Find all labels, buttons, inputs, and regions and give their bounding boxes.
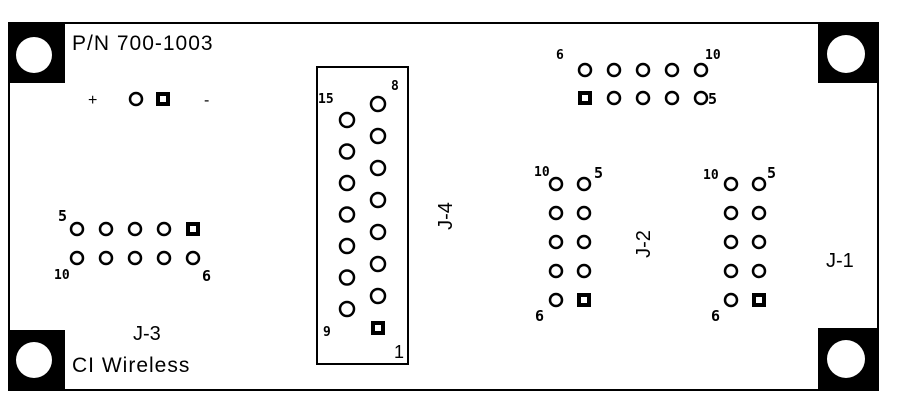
j1-pin <box>725 178 737 190</box>
power-pin-square <box>156 92 170 106</box>
polarity-plus: + <box>88 92 97 109</box>
j3-pin <box>187 252 199 264</box>
j2-pin5-label: 5 <box>594 164 603 182</box>
mounting-hole-bottom-right <box>818 328 878 390</box>
j4-pin <box>371 289 385 303</box>
mounting-hole-top-right <box>818 23 878 83</box>
j4-pin <box>371 193 385 207</box>
j4-pin9-label: 9 <box>323 325 331 340</box>
j4-pin <box>371 129 385 143</box>
j4-pin <box>340 145 354 159</box>
j2-pin <box>550 265 562 277</box>
j3-pin <box>100 252 112 264</box>
j4-pin <box>371 161 385 175</box>
top-header-pin <box>579 64 591 76</box>
j1-pin6-label: 6 <box>711 307 720 325</box>
polarity-minus: - <box>204 92 209 109</box>
j4-pin <box>340 176 354 190</box>
top-header-pin <box>578 91 592 105</box>
j3-pin <box>129 252 141 264</box>
j3-pin <box>158 252 170 264</box>
j1-pin5-label: 5 <box>767 164 776 182</box>
j4-outline <box>317 67 408 364</box>
j4-label: J-4 <box>435 202 457 230</box>
j3-pin <box>186 222 200 236</box>
j1-pin <box>752 293 766 307</box>
j2-pin <box>578 265 590 277</box>
j2-pin <box>550 294 562 306</box>
j1-pin <box>725 207 737 219</box>
j4-pin8-label: 8 <box>391 79 399 94</box>
j2-pin <box>550 178 562 190</box>
j1-pin-array <box>725 178 766 307</box>
maker-label: CI Wireless <box>72 354 190 377</box>
j3-pin <box>158 223 170 235</box>
top-header-pin6-label: 6 <box>556 48 564 63</box>
mounting-hole-top-left <box>9 23 65 83</box>
j3-label: J-3 <box>133 323 161 345</box>
j3-pin <box>100 223 112 235</box>
top-header-pin-array <box>578 64 707 105</box>
j1-pin10-label: 10 <box>703 168 719 183</box>
j3-pin5-label: 5 <box>58 207 67 225</box>
j1-pin <box>753 207 765 219</box>
top-header-pin <box>608 92 620 104</box>
j3-pin10-label: 10 <box>54 268 70 283</box>
j3-pin <box>129 223 141 235</box>
j2-pin <box>578 207 590 219</box>
j2-pin <box>577 293 591 307</box>
j2-pin <box>578 178 590 190</box>
j4-pin-array <box>340 97 385 335</box>
j4-pin <box>371 321 385 335</box>
top-header-pin <box>695 92 707 104</box>
mounting-hole-bottom-left <box>9 330 65 390</box>
top-header-pin <box>666 92 678 104</box>
j4-pin <box>340 239 354 253</box>
j3-pin <box>71 252 83 264</box>
j4-pin <box>340 208 354 222</box>
top-header-pin <box>637 92 649 104</box>
j3-pin <box>71 223 83 235</box>
j1-pin <box>725 294 737 306</box>
j2-label: J-2 <box>633 230 655 258</box>
j2-pin-array <box>550 178 591 307</box>
j4-pin15-label: 15 <box>318 92 334 107</box>
top-header-pin5-label: 5 <box>708 90 717 108</box>
j4-pin1-label: 1 <box>394 342 404 362</box>
part-number: P/N 700-1003 <box>72 32 214 55</box>
j3-pin-array <box>71 222 200 264</box>
j4-pin <box>340 271 354 285</box>
top-header-pin <box>666 64 678 76</box>
j1-pin <box>753 178 765 190</box>
j2-pin <box>550 236 562 248</box>
j1-pin <box>725 265 737 277</box>
top-header-pin <box>637 64 649 76</box>
j1-pin <box>725 236 737 248</box>
j4-pin <box>371 257 385 271</box>
j2-pin10-label: 10 <box>534 165 550 180</box>
j4-pin <box>340 113 354 127</box>
j3-pin6-label: 6 <box>202 267 211 285</box>
j2-pin <box>550 207 562 219</box>
top-header-pin10-label: 10 <box>705 48 721 63</box>
j4-pin <box>371 225 385 239</box>
j4-pin <box>340 302 354 316</box>
j1-label: J-1 <box>826 250 854 272</box>
top-header-pin <box>695 64 707 76</box>
j4-pin <box>371 97 385 111</box>
j1-pin <box>753 236 765 248</box>
power-pin-round <box>130 93 142 105</box>
j2-pin6-label: 6 <box>535 307 544 325</box>
j2-pin <box>578 236 590 248</box>
top-header-pin <box>608 64 620 76</box>
j1-pin <box>753 265 765 277</box>
